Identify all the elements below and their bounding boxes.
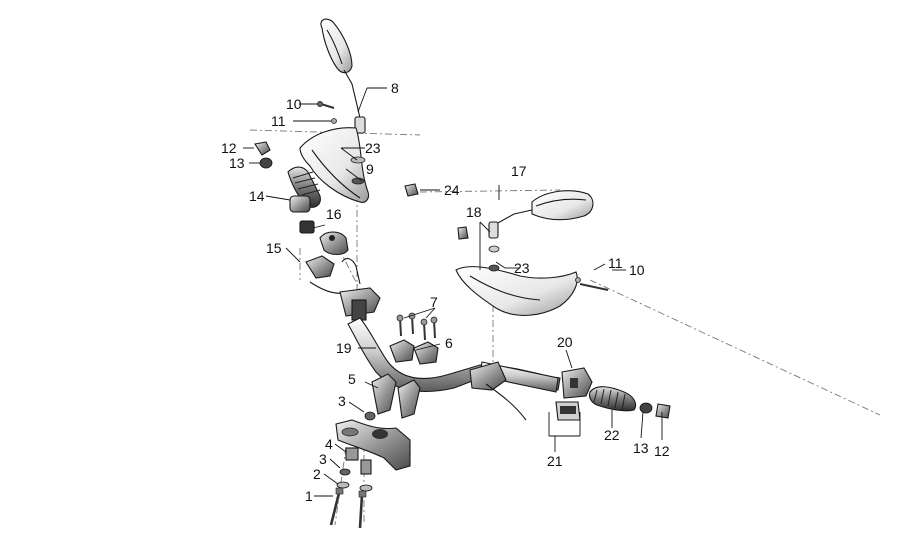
callout-13-right: 13 — [633, 440, 649, 456]
callout-7: 7 — [430, 294, 438, 310]
callout-3-upper: 3 — [338, 393, 346, 409]
left-master-clamp — [339, 287, 381, 321]
assembly-axis-lines — [249, 129, 881, 526]
clamp-bolts — [396, 312, 438, 341]
left-switch — [299, 220, 349, 256]
throttle-cable-block — [555, 401, 581, 421]
callout-6: 6 — [445, 335, 453, 351]
lower-bushings — [336, 447, 373, 492]
callout-5: 5 — [348, 371, 356, 387]
callout-11-left: 11 — [271, 113, 286, 129]
risers — [371, 373, 421, 419]
callout-4: 4 — [325, 436, 333, 452]
callout-8: 8 — [391, 80, 399, 96]
callout-19: 19 — [336, 340, 352, 356]
callout-23-right: 23 — [514, 260, 530, 276]
left-mirror — [320, 18, 366, 134]
callout-17: 17 — [511, 163, 527, 179]
callout-2: 2 — [313, 466, 321, 482]
clutch-lever — [305, 255, 361, 294]
callout-14: 14 — [249, 188, 265, 204]
right-switch-housing — [561, 367, 593, 399]
brake-lever — [469, 361, 527, 421]
callout-13-left: 13 — [229, 155, 245, 171]
top-yoke — [335, 419, 411, 471]
left-bar-end — [254, 141, 273, 169]
callout-10-left: 10 — [286, 96, 302, 112]
lower-bolts — [329, 487, 367, 529]
callout-16: 16 — [326, 206, 342, 222]
callout-3-lower: 3 — [319, 451, 327, 467]
right-bar-end — [639, 402, 671, 419]
left-grip — [287, 166, 321, 213]
right-mirror — [488, 190, 594, 253]
callout-20: 20 — [557, 334, 573, 350]
callout-11-right: 11 — [608, 255, 623, 271]
upper-bushing — [364, 411, 376, 421]
callout-1: 1 — [305, 488, 313, 504]
callout-18: 18 — [466, 204, 482, 220]
callout-24: 24 — [444, 182, 460, 198]
right-hand-guard — [455, 264, 578, 316]
upper-clamps — [389, 339, 439, 365]
callout-9: 9 — [366, 161, 374, 177]
right-mirror-screw — [575, 277, 609, 291]
callout-23-left: 23 — [365, 140, 381, 156]
callout-10-right: 10 — [629, 262, 645, 278]
leader-lines — [243, 87, 663, 497]
callout-15: 15 — [266, 240, 282, 256]
callout-12-right: 12 — [654, 443, 670, 459]
callout-22: 22 — [604, 427, 620, 443]
callout-numbers: 8 10 11 12 13 23 9 14 15 16 24 17 18 23 … — [221, 80, 670, 504]
left-mirror-screw — [316, 101, 337, 124]
left-hand-guard — [299, 127, 370, 203]
callout-21: 21 — [547, 453, 563, 469]
callout-12-left: 12 — [221, 140, 237, 156]
fitting-24 — [404, 183, 469, 240]
right-grip — [588, 386, 637, 412]
